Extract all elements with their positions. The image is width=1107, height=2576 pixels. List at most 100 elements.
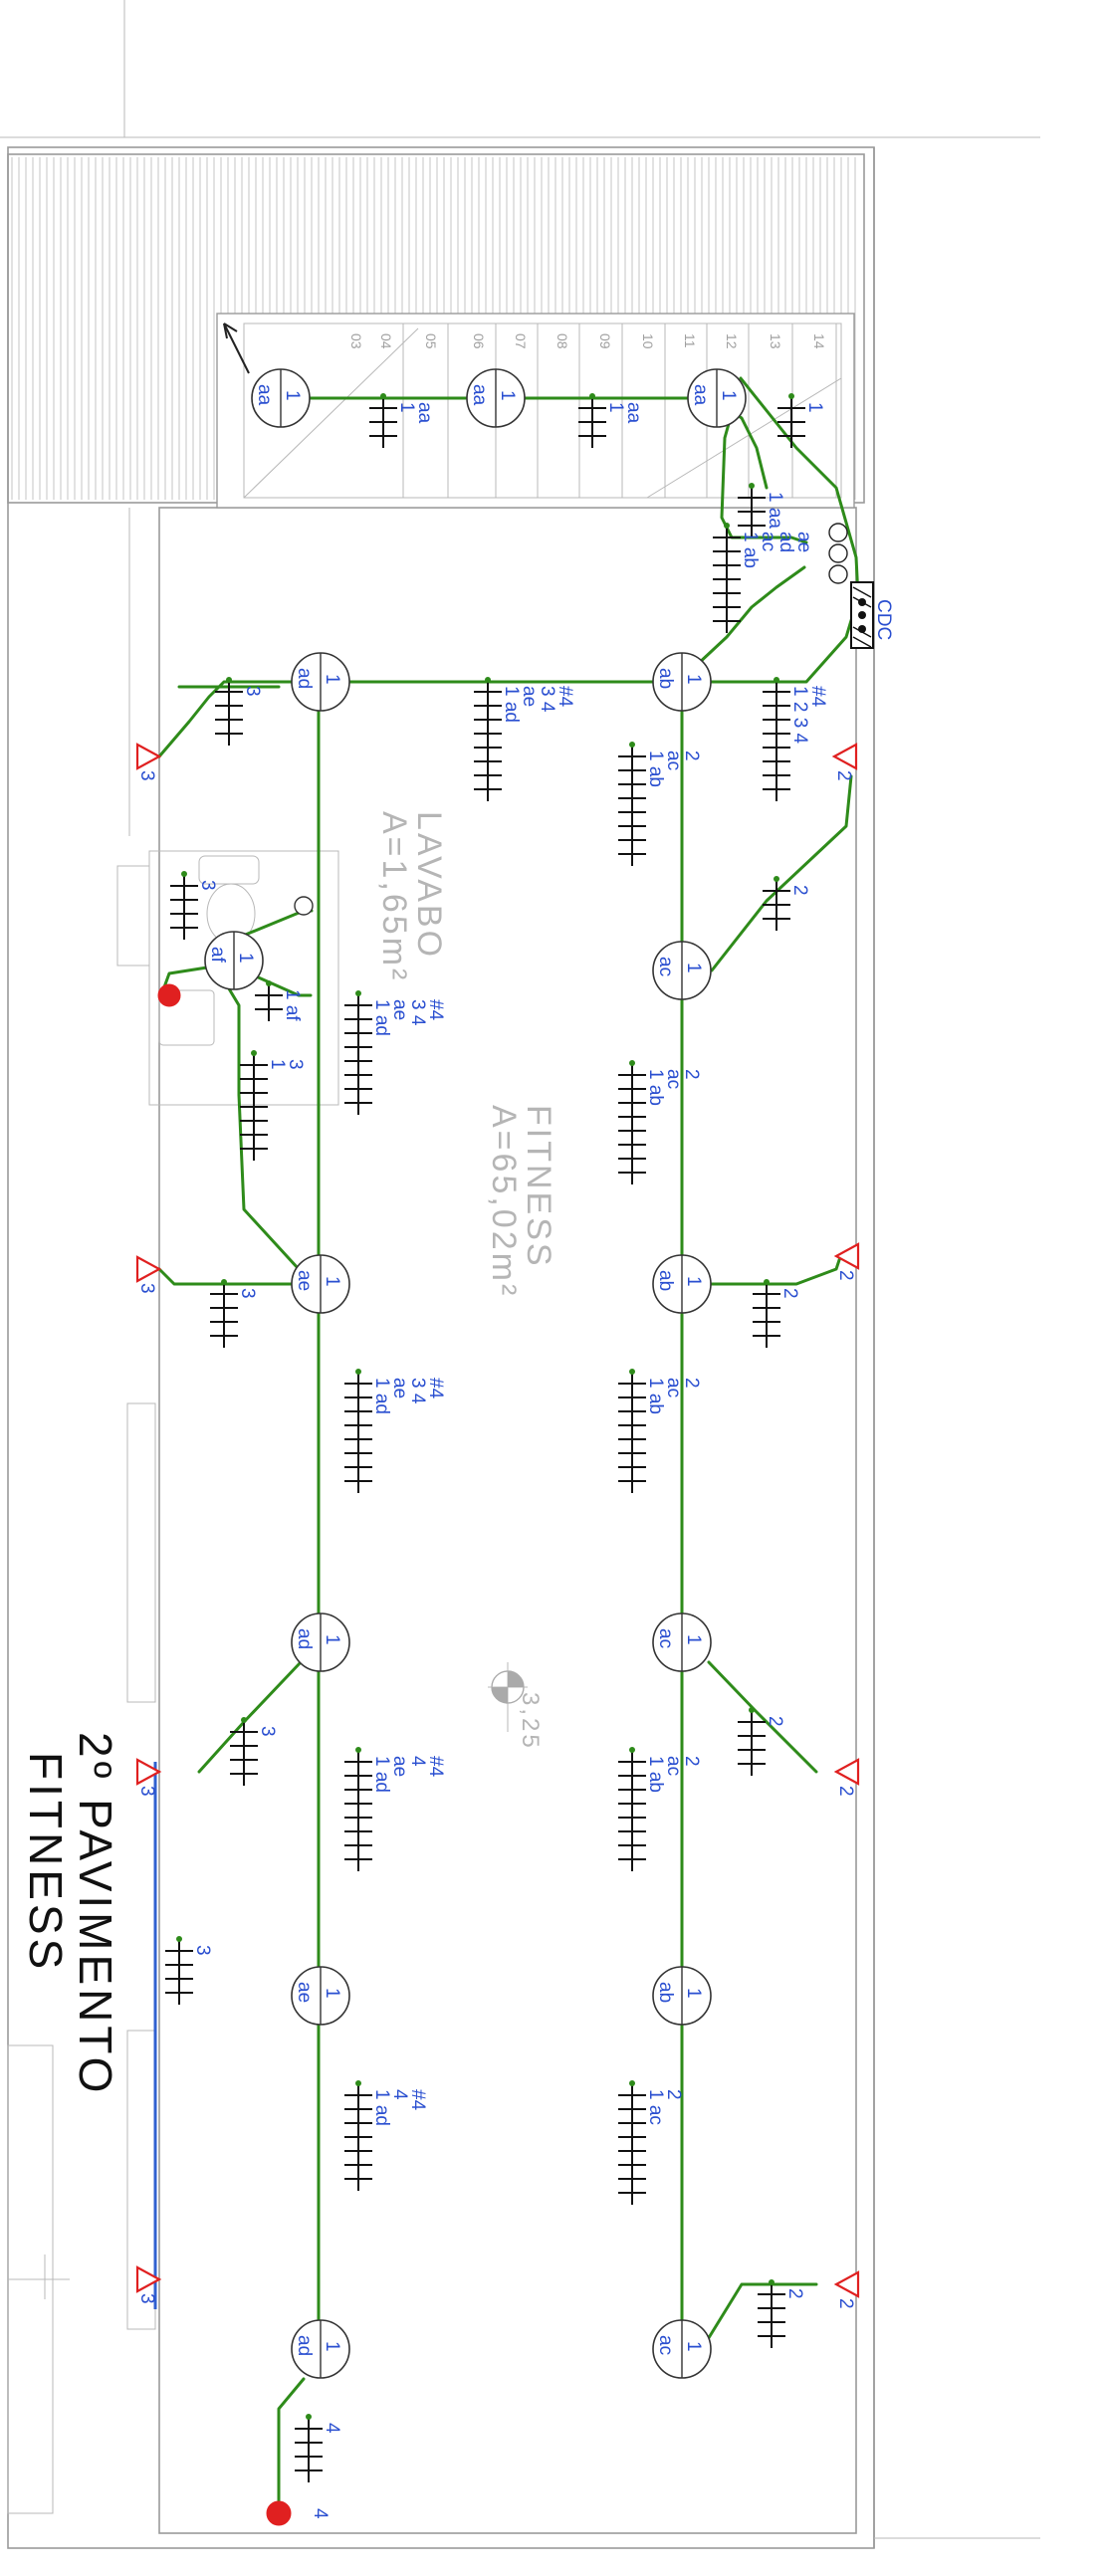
circuit-label: 3 — [237, 1288, 258, 1299]
circuit-label: 1 — [267, 1059, 288, 1070]
circuit-label: ac — [663, 1756, 684, 1776]
title-line-1: 2º PAVIMENTO — [70, 1732, 121, 2096]
circuit-label: 4 — [389, 2089, 410, 2100]
circuit-label: 1 aa — [765, 492, 785, 529]
circuit-label: 3 — [192, 1945, 213, 1956]
outlet-symbol — [135, 743, 162, 770]
luminaire-circuit: 1 — [718, 390, 739, 401]
stair-step-number: 09 — [597, 333, 613, 349]
panel-label: CDC — [873, 599, 894, 640]
outlet-circuit: 2 — [835, 2298, 856, 2309]
circuit-label: 3 4 — [537, 686, 557, 713]
circuit-label: 2 — [663, 2089, 684, 2100]
circuit-label: 3 — [257, 1726, 278, 1737]
luminaire-switch: ad — [294, 1628, 315, 1649]
luminaire-circuit: 1 — [322, 1988, 342, 1999]
room-lavabo-name: LAVABO — [410, 811, 448, 960]
luminaire-circuit: 1 — [683, 1988, 704, 1999]
outlet-symbol — [833, 2270, 860, 2298]
luminaire-switch: ae — [294, 1270, 315, 1291]
circuit-label: 1 2 3 4 — [789, 686, 810, 745]
luminaire-switch: aa — [690, 384, 711, 406]
luminaire-switch: af — [207, 947, 228, 964]
outlet-circuit: 3 — [136, 1786, 157, 1797]
stair-step-number: 08 — [554, 333, 570, 349]
luminaire-switch: ac — [655, 1628, 676, 1648]
stair-step-number: 12 — [724, 333, 740, 349]
circuit-label: 1 ab — [645, 1756, 666, 1793]
circuit-label: #4 — [807, 686, 828, 708]
circuit-label: 3 — [242, 686, 263, 697]
circuit-label: 1 — [804, 402, 825, 413]
luminaire-circuit: 1 — [497, 390, 518, 401]
luminaire-switch: ad — [294, 2335, 315, 2356]
luminaire-switch: aa — [469, 384, 490, 406]
circuit-label: 1 ac — [645, 2089, 666, 2125]
outlet-circuit: 2 — [835, 1270, 856, 1281]
luminaire-circuit: 1 — [683, 2341, 704, 2352]
circuit-label: #4 — [554, 686, 575, 708]
circuit-label: ae — [389, 999, 410, 1020]
luminaire-circuit: 1 — [683, 674, 704, 685]
room-fitness-name: FITNESS — [520, 1105, 557, 1269]
circuit-label: 2 — [784, 2288, 805, 2299]
circuit-label: 2 — [779, 1288, 800, 1299]
circuit-label: ac — [663, 751, 684, 770]
luminaire-circuit: 1 — [322, 674, 342, 685]
stair-step-number: 11 — [682, 333, 698, 348]
circuit-label: 1 ad — [371, 2089, 392, 2126]
circuit-label: 1 ab — [645, 751, 666, 787]
stair-step-number: 14 — [811, 333, 827, 349]
circuit-label: ad — [775, 532, 796, 552]
circuit-label: 3 — [285, 1059, 306, 1070]
circuit-label: 3 4 — [407, 1378, 428, 1404]
luminaire-switch: ab — [655, 1270, 676, 1291]
luminaire-switch: ab — [655, 1982, 676, 2003]
circuit-label: aa — [414, 402, 435, 424]
circuit-label: #4 — [425, 1756, 446, 1778]
circuit-label: 1 ab — [645, 1378, 666, 1414]
circuit-label: ae — [519, 686, 540, 707]
luminaire-switch: ac — [655, 957, 676, 976]
distribution-panel: CDC — [828, 523, 894, 649]
walls — [0, 0, 1040, 2549]
circuit-label: ae — [793, 532, 814, 552]
outlet-circuit: 4 — [310, 2508, 331, 2519]
outlet-circuit: 3 — [136, 1283, 157, 1294]
outlet-circuit: 3 — [136, 2293, 157, 2304]
circuit-label: #4 — [425, 1378, 446, 1399]
luminaire-circuit: 1 — [683, 1276, 704, 1287]
luminaire-circuit: 1 — [235, 953, 256, 964]
circuit-label: ac — [663, 1378, 684, 1397]
circuit-label: 2 — [789, 885, 810, 896]
circuit-label: 1 af — [282, 989, 303, 1021]
stair-step-number: 05 — [423, 333, 439, 349]
circuit-label: 2 — [681, 1378, 702, 1389]
circuit-label: #4 — [407, 2089, 428, 2111]
outlet-circuit: 2 — [835, 1786, 856, 1797]
outlet-symbol — [135, 2265, 162, 2293]
circuit-label: #4 — [425, 999, 446, 1021]
circuit-label: 1 — [396, 402, 417, 413]
stair-step-number: 04 — [378, 333, 394, 349]
stair-step-number: 13 — [768, 333, 783, 349]
stair-step-number: 06 — [471, 333, 487, 349]
stair-step-number: 10 — [640, 333, 656, 349]
circuit-label: 1 — [605, 402, 626, 413]
outlet-symbol — [833, 1758, 860, 1786]
luminaire-circuit: 1 — [322, 1276, 342, 1287]
luminaire-circuit: 1 — [322, 1634, 342, 1645]
sheet-title: 2º PAVIMENTO FITNESS — [20, 1732, 121, 2096]
circuit-label: 3 — [197, 880, 218, 891]
luminaire-switch: ae — [294, 1982, 315, 2003]
room-lavabo-area: A=1,65m² — [375, 811, 413, 982]
circuit-label: 1 ad — [371, 1756, 392, 1793]
circuit-label: ac — [663, 1069, 684, 1089]
room-fitness-area: A=65,02m² — [485, 1105, 523, 1298]
circuit-label: 2 — [681, 1756, 702, 1767]
stair-step-number: 03 — [348, 333, 364, 349]
